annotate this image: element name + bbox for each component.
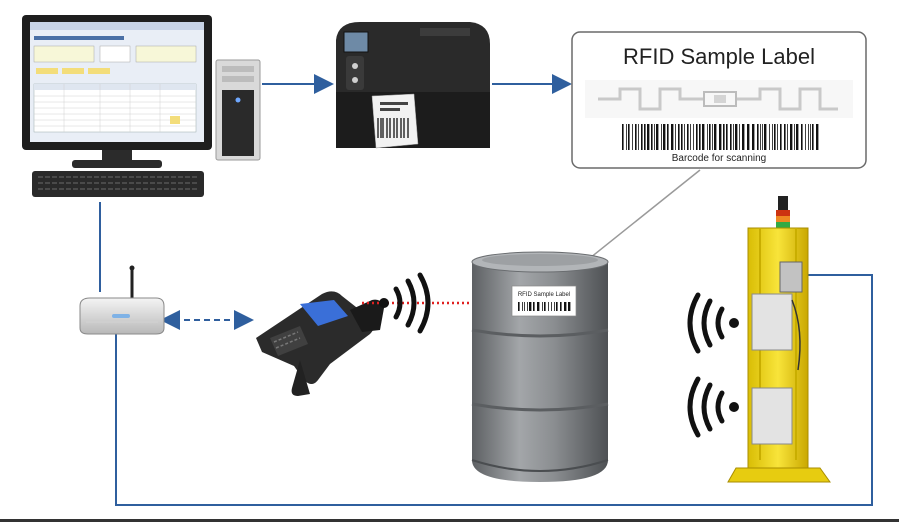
bottom-rule xyxy=(0,519,899,522)
drum-label-barcode xyxy=(518,302,571,311)
wireless-router-icon xyxy=(79,265,165,335)
desktop-computer-icon xyxy=(22,15,261,197)
barcode-graphic xyxy=(622,124,819,150)
steel-drum-icon xyxy=(471,251,609,482)
wireless-signal-icon xyxy=(687,376,739,438)
label-printer-icon xyxy=(336,22,490,149)
rfid-portal-reader-icon xyxy=(727,196,831,483)
label-callout-title: RFID Sample Label xyxy=(623,44,815,69)
wireless-signal-icon xyxy=(379,272,431,334)
label-callout-barcode-caption: Barcode for scanning xyxy=(672,153,767,164)
connector-network-loop xyxy=(115,274,873,506)
label-callout: RFID Sample Label Barcode for scanning xyxy=(571,31,867,169)
wireless-signal-icon xyxy=(687,292,739,354)
drum-label-title: RFID Sample Label xyxy=(518,292,570,298)
handheld-rfid-scanner-icon xyxy=(256,291,384,396)
drum-label: RFID Sample Label xyxy=(511,285,577,317)
